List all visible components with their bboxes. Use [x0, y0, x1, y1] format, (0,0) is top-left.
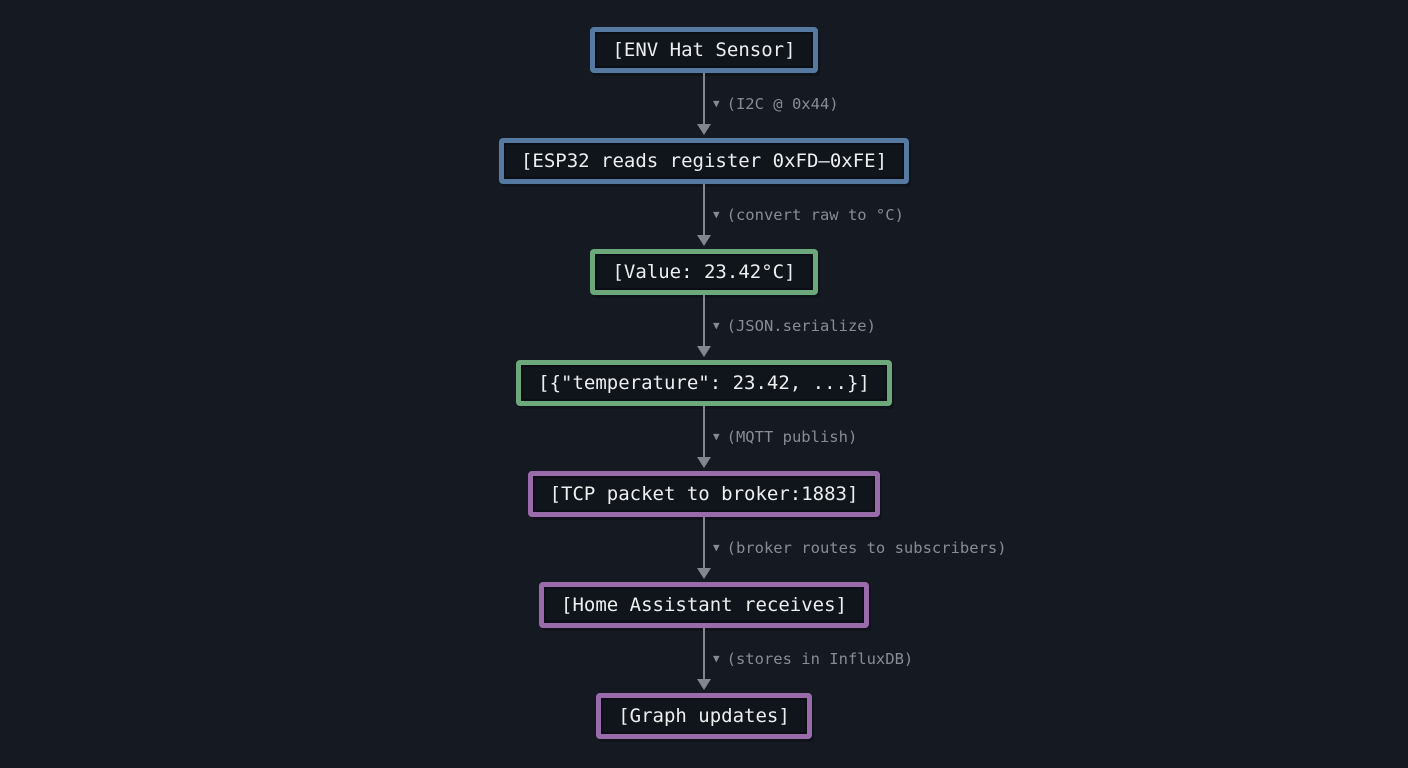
edge-label: ▼ (MQTT publish)	[713, 426, 857, 448]
arrow-line	[703, 517, 705, 568]
edge-label-text: (convert raw to °C)	[726, 206, 904, 224]
arrow-down-icon	[697, 679, 711, 690]
down-triangle-icon: ▼	[713, 208, 720, 221]
edge-label: ▼ (stores in InfluxDB)	[713, 648, 913, 670]
arrow-down-icon	[697, 124, 711, 135]
flow-node-esp32-reads-register: [ESP32 reads register 0xFD–0xFE]	[498, 138, 910, 184]
edge-label-text: (broker routes to subscribers)	[726, 539, 1007, 557]
edge-label: ▼ (convert raw to °C)	[713, 204, 904, 226]
edge-label: ▼ (JSON.serialize)	[713, 315, 876, 337]
arrow-down-icon	[697, 346, 711, 357]
flow-node-value-celsius: [Value: 23.42°C]	[590, 249, 818, 295]
edge-label: ▼ (I2C @ 0x44)	[713, 93, 839, 115]
arrow-line	[703, 73, 705, 124]
down-triangle-icon: ▼	[713, 97, 720, 110]
flow-node-json-payload: [{"temperature": 23.42, ...}]	[516, 360, 892, 406]
edge-label-text: (MQTT publish)	[726, 428, 858, 446]
down-triangle-icon: ▼	[713, 430, 720, 443]
arrow-line	[703, 184, 705, 235]
arrow-down-icon	[697, 568, 711, 579]
flow-node-env-hat-sensor: [ENV Hat Sensor]	[590, 27, 818, 73]
arrow-line	[703, 406, 705, 457]
down-triangle-icon: ▼	[713, 319, 720, 332]
down-triangle-icon: ▼	[713, 652, 720, 665]
arrow-down-icon	[697, 235, 711, 246]
edge-label-text: (I2C @ 0x44)	[726, 95, 839, 113]
arrow-line	[703, 628, 705, 679]
flow-node-home-assistant: [Home Assistant receives]	[539, 582, 869, 628]
flow-node-graph-updates: [Graph updates]	[596, 693, 812, 739]
arrow-down-icon	[697, 457, 711, 468]
arrow-line	[703, 295, 705, 346]
flow-node-tcp-packet-broker: [TCP packet to broker:1883]	[527, 471, 881, 517]
down-triangle-icon: ▼	[713, 541, 720, 554]
edge-label-text: (stores in InfluxDB)	[726, 650, 914, 668]
edge-label-text: (JSON.serialize)	[726, 317, 876, 335]
edge-label: ▼ (broker routes to subscribers)	[713, 537, 1007, 559]
